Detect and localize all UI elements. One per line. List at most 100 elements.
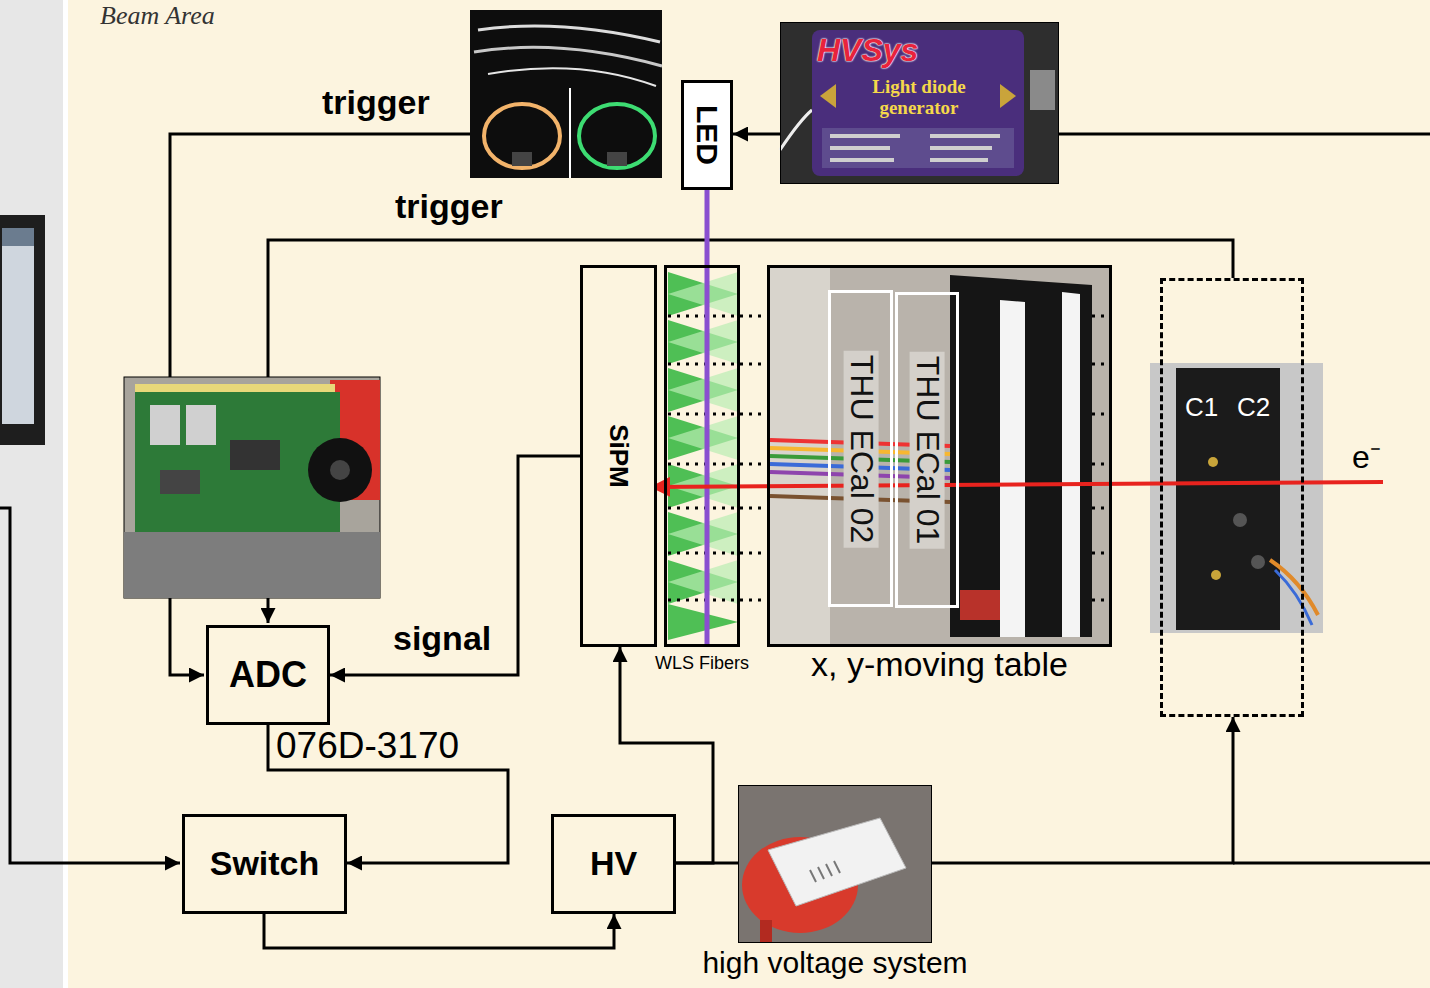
signal-label: e⁻ — [1352, 440, 1381, 475]
sipm-box: SiPM — [580, 265, 657, 647]
edge-label: signal — [393, 620, 491, 657]
node-text: x, y-moving table — [811, 646, 1068, 683]
table-photo — [960, 590, 1000, 620]
hv-box: HV — [551, 814, 676, 914]
wire — [267, 598, 270, 623]
hv-photo — [738, 785, 932, 943]
fiber-photo — [569, 88, 571, 178]
wire — [170, 598, 204, 675]
table-box: x, y-moving tableTHU ECal 02THU ECal 01 — [767, 265, 1112, 647]
fiber-pattern — [668, 320, 738, 364]
dotted-guides — [1092, 463, 1108, 466]
dotted-guides — [668, 599, 768, 602]
dotted-guides — [668, 552, 768, 555]
hv-photo — [760, 920, 772, 943]
hv-photo — [810, 870, 816, 882]
counter-box: C1C2 — [1160, 278, 1304, 717]
dotted-guides — [1092, 599, 1108, 602]
hv-photo — [768, 818, 906, 906]
generator-photo — [1030, 70, 1055, 110]
counter-photo — [1211, 570, 1221, 580]
fiber-pattern — [668, 320, 738, 364]
monitor-photo — [2, 228, 34, 424]
module-box: THU ECal 01 — [895, 292, 959, 608]
monitor-photo — [2, 228, 34, 246]
dotted-guides — [668, 315, 768, 318]
switch-box: Switch — [182, 814, 347, 914]
photo-panel: high voltage system — [738, 785, 932, 943]
wire — [268, 240, 1233, 377]
trigger-board-photo — [150, 405, 180, 445]
node-text: SiPM — [604, 424, 633, 488]
table-photo — [767, 265, 1112, 647]
generator-photo — [930, 134, 1000, 138]
area-title: Beam Area — [100, 2, 215, 31]
fiber-photo — [607, 152, 627, 166]
node-text: high voltage system — [702, 946, 967, 979]
dotted-guides — [668, 316, 1108, 600]
node-text: THU ECal 02 — [843, 350, 878, 547]
fiber-pattern — [668, 512, 738, 556]
fiber-pattern — [668, 604, 738, 640]
beam-line — [650, 482, 1383, 487]
trigger-board-photo — [160, 470, 200, 494]
fiber-pattern — [668, 560, 738, 604]
dotted-guides — [1092, 315, 1108, 318]
wire — [1233, 862, 1430, 865]
dotted-guides — [1092, 507, 1108, 510]
dotted-guides — [668, 507, 768, 510]
table-photo — [1062, 292, 1080, 637]
dotted-guides — [668, 413, 768, 416]
node-text: LED — [691, 105, 724, 165]
fiber-photo — [484, 104, 560, 168]
trigger-board-photo — [308, 438, 372, 502]
photo-panel: HVSysLight diode generator — [780, 22, 1059, 184]
generator-photo — [930, 146, 992, 150]
table-photo — [950, 275, 1092, 637]
fiber-photo — [478, 26, 660, 42]
counter-photo — [1275, 570, 1312, 625]
led-light-line — [707, 190, 708, 647]
monitor-photo — [0, 215, 45, 445]
edge-label: 076D-3170 — [276, 726, 459, 767]
generator-photo — [830, 134, 900, 138]
fiber-pattern — [668, 272, 738, 316]
hv-photo — [834, 861, 840, 873]
table-photo — [1000, 300, 1025, 637]
fiber-pattern — [668, 512, 738, 556]
fiber-pattern — [668, 368, 738, 412]
counter-photo — [1233, 513, 1247, 527]
connector — [932, 717, 1233, 863]
node-text: Switch — [210, 845, 320, 882]
dotted-guides — [1092, 363, 1108, 366]
generator-photo — [780, 110, 812, 150]
signal-label: trigger — [322, 84, 430, 121]
generator-photo — [930, 158, 988, 162]
signal-label: trigger — [395, 188, 503, 225]
trigger-board-photo — [124, 377, 380, 598]
connector — [733, 133, 780, 136]
counter-photo — [1270, 560, 1318, 615]
wire — [0, 508, 180, 863]
fiber-photo — [512, 152, 532, 166]
generator-photo — [812, 30, 1024, 176]
fiber-box: WLS Fibers — [664, 265, 740, 647]
wire — [1059, 133, 1430, 136]
fiber-photo — [474, 47, 662, 66]
node-text: HV — [590, 845, 637, 882]
node-text: THU ECal 01 — [909, 352, 944, 549]
dotted-guides — [1092, 413, 1108, 416]
trigger-board-photo — [330, 460, 350, 480]
counter-photo — [1150, 363, 1323, 633]
fiber-pattern — [668, 416, 738, 460]
generator-photo — [780, 22, 1059, 184]
generator-photo — [830, 146, 890, 150]
dotted-guides — [1092, 552, 1108, 555]
dotted-guides — [668, 463, 768, 466]
trigger-board-photo — [135, 384, 335, 392]
trigger-board-photo — [230, 440, 280, 470]
connector — [676, 862, 738, 865]
node-text: Light diode generator — [863, 77, 975, 119]
node-text: C1 — [1185, 393, 1218, 422]
